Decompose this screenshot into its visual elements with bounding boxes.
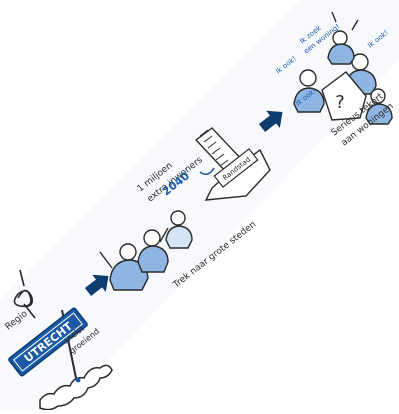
question-mark: ? xyxy=(335,92,345,113)
utrecht-dot xyxy=(76,378,81,383)
